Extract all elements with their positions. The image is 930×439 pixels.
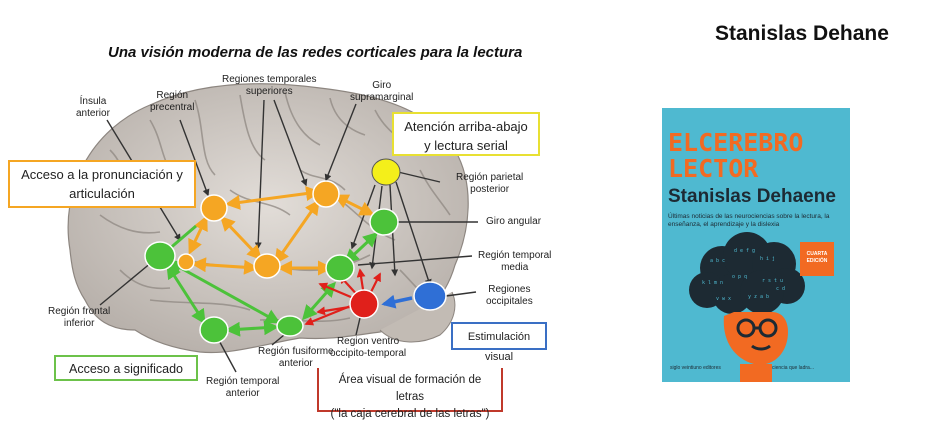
node-ventro <box>349 289 379 319</box>
svg-text:k l m n: k l m n <box>702 280 723 286</box>
box-significado: Acceso a significado <box>54 355 198 381</box>
blue-connection <box>381 294 413 309</box>
svg-text:c d: c d <box>776 286 785 292</box>
node-angular <box>369 208 399 236</box>
node-parietal <box>371 158 401 186</box>
svg-text:o p q: o p q <box>732 274 747 280</box>
svg-text:d e f g: d e f g <box>734 248 755 254</box>
node-occipitales <box>413 281 447 311</box>
svg-text:h i j: h i j <box>760 256 775 262</box>
node-temporal-sup <box>253 253 281 279</box>
box-area-visual-letras: Área visual de formación de letras("la c… <box>317 368 503 420</box>
book-title-line1: ELCEREBRO <box>668 128 804 157</box>
book-cover: ELCEREBRO LECTOR Stanislas Dehaene Últim… <box>662 108 850 382</box>
node-frontal-inf <box>144 241 176 271</box>
book-publisher: siglo veintiuno editores <box>670 365 721 371</box>
brain-diagram <box>67 83 478 373</box>
book-subtitle: Últimas noticias de las neurociencias so… <box>668 213 830 228</box>
node-precentral <box>200 194 228 222</box>
node-fusiforme <box>276 315 304 337</box>
book-illustration: a b c d e f g h i j k l m n o p q r s t u v … <box>689 232 805 382</box>
label-angular: Giro angular <box>486 216 542 227</box>
book-author: Stanislas Dehaene <box>668 186 836 207</box>
node-insula <box>177 253 195 271</box>
green-connections <box>166 224 379 337</box>
book-series: ciencia que ladra... <box>772 365 814 371</box>
node-temporal-media <box>325 254 355 282</box>
svg-text:a b c: a b c <box>710 258 725 264</box>
book-title-line2: LECTOR <box>668 154 759 183</box>
nodes <box>144 158 447 344</box>
diagram-title: Una visión moderna de las redes cortical… <box>108 44 523 61</box>
svg-text:y z a b: y z a b <box>748 294 769 300</box>
node-temporal-ant <box>199 316 229 344</box>
svg-text:r s t u: r s t u <box>762 278 783 284</box>
box-estimulacion-visual: Estimulación visual <box>451 322 547 363</box>
node-supramarginal <box>312 180 340 208</box>
svg-text:v w x: v w x <box>716 296 731 302</box>
author-heading: Stanislas Dehane <box>715 22 889 45</box>
